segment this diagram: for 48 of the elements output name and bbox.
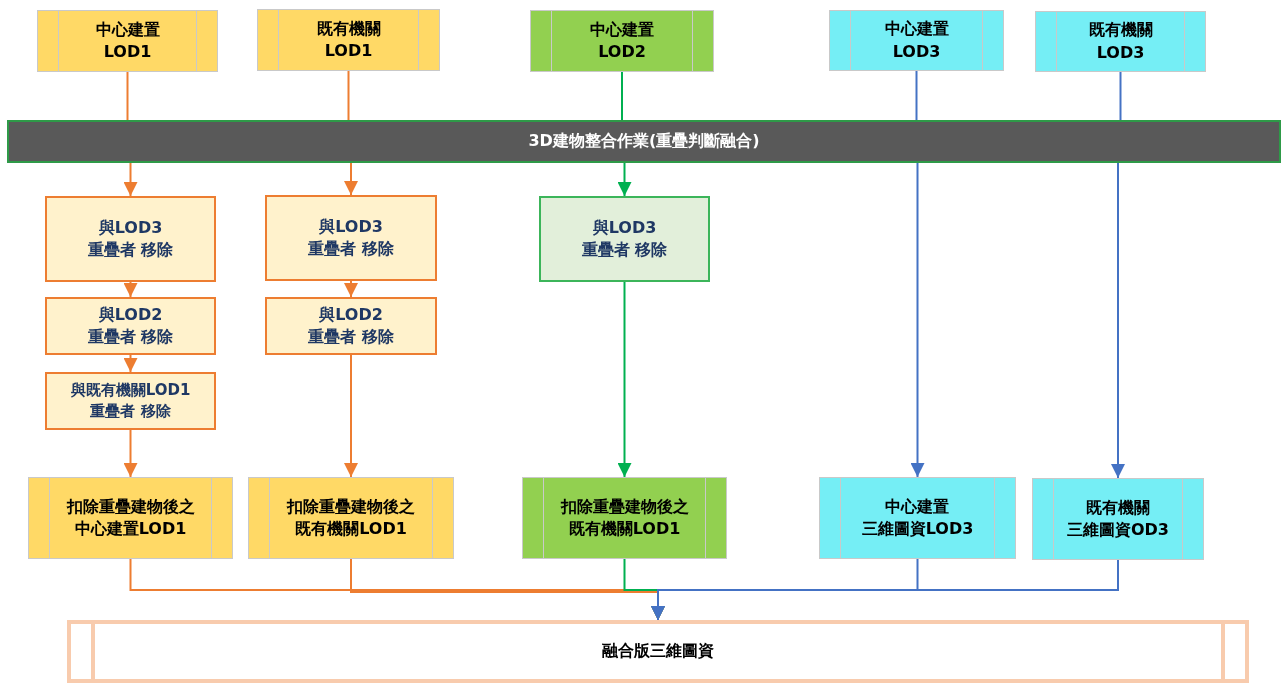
data-box (28, 477, 233, 559)
box-label: 扣除重疊建物後之中心建置LOD1 (66, 495, 195, 540)
arrow (123, 281, 138, 298)
arrow (651, 559, 1119, 621)
box-label: 與LOD3 重疊者 移除 (307, 215, 395, 260)
process-box (539, 196, 710, 282)
box-label: 中心建置 LOD2 (589, 18, 655, 63)
process-band (7, 120, 1281, 163)
box-label: 與LOD3 重疊者 移除 (86, 216, 175, 261)
data-box (530, 10, 714, 72)
arrow (123, 429, 138, 478)
box-label: 融合版三維圖資 (602, 640, 714, 663)
box-label: 既有機關 LOD3 (1087, 19, 1154, 64)
arrow (617, 162, 632, 197)
box-label: 與既有機關LOD1 重疊者 移除 (69, 380, 192, 422)
process-box (265, 195, 437, 281)
process-box (45, 297, 216, 355)
arrow (344, 162, 358, 196)
data-box (522, 477, 727, 559)
box-label: 中心建置三維圖資LOD3 (861, 495, 974, 540)
process-box (45, 196, 216, 282)
process-box (265, 297, 437, 355)
arrow (344, 280, 358, 298)
arrow (910, 162, 925, 478)
box-label: 扣除重疊建物後之既有機關LOD1 (287, 495, 415, 540)
arrow (123, 354, 138, 373)
arrow (123, 162, 138, 197)
box-label: 扣除重疊建物後之既有機關LOD1 (560, 495, 689, 540)
box-label: 中心建置 LOD1 (94, 18, 161, 63)
arrow (344, 354, 358, 478)
data-box (1035, 11, 1206, 72)
data-box (248, 477, 454, 559)
arrow (1111, 162, 1125, 479)
band-label: 3D建物整合作業(重疊判斷融合) (528, 130, 760, 153)
box-label: 中心建置 LOD3 (883, 18, 950, 63)
data-box (37, 10, 218, 72)
data-box (819, 477, 1016, 559)
box-label: 與LOD3 重疊者 移除 (580, 216, 669, 261)
box-label: 與LOD2 重疊者 移除 (86, 303, 175, 348)
process-box (45, 372, 216, 430)
box-label: 既有機關三維圖資OD3 (1067, 496, 1169, 541)
arrow (617, 281, 632, 478)
box-label: 既有機關 LOD1 (315, 17, 382, 62)
result-box (67, 620, 1249, 683)
data-box (257, 9, 440, 71)
box-label: 與LOD2 重疊者 移除 (307, 303, 395, 348)
data-box (1032, 478, 1204, 560)
data-box (829, 10, 1004, 71)
